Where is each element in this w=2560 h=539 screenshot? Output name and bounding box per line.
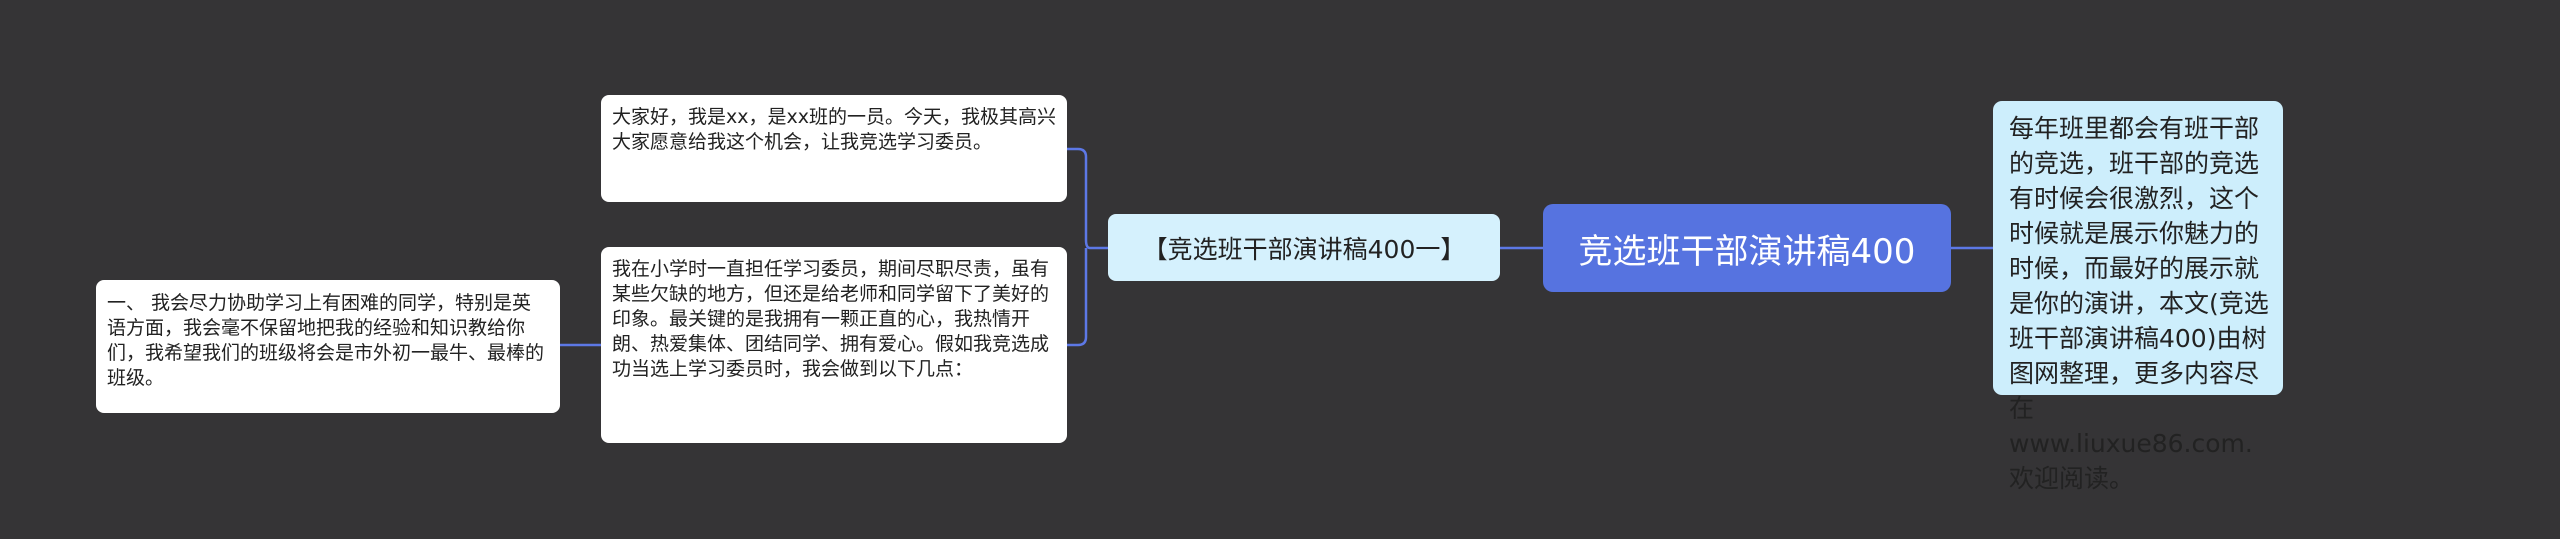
leaf-text: 一、 我会尽力协助学习上有困难的同学，特别是英语方面，我会毫不保留地把我的经验和…	[107, 292, 545, 389]
connector-branch-leaf1	[1067, 147, 1108, 250]
connector-branch-leaf2	[1067, 248, 1088, 347]
summary-text: 每年班里都会有班干部的竞选，班干部的竞选有时候会很激烈，这个时候就是展示你魅力的…	[2009, 114, 2269, 493]
branch-label: 【竞选班干部演讲稿400一】	[1142, 234, 1466, 264]
leaf-node-intro[interactable]: 大家好，我是xx，是xx班的一员。今天，我极其高兴大家愿意给我这个机会，让我竞选…	[601, 95, 1067, 202]
root-topic[interactable]: 竞选班干部演讲稿400	[1543, 204, 1951, 292]
leaf-text: 我在小学时一直担任学习委员，期间尽职尽责，虽有某些欠缺的地方，但还是给老师和同学…	[612, 258, 1050, 380]
branch-node[interactable]: 【竞选班干部演讲稿400一】	[1108, 214, 1500, 281]
summary-node[interactable]: 每年班里都会有班干部的竞选，班干部的竞选有时候会很激烈，这个时候就是展示你魅力的…	[1993, 101, 2283, 493]
leaf-text: 大家好，我是xx，是xx班的一员。今天，我极其高兴大家愿意给我这个机会，让我竞选…	[612, 106, 1056, 153]
leaf-node-point-one[interactable]: 一、 我会尽力协助学习上有困难的同学，特别是英语方面，我会毫不保留地把我的经验和…	[96, 280, 560, 413]
root-topic-label: 竞选班干部演讲稿400	[1578, 231, 1916, 272]
leaf-node-experience[interactable]: 我在小学时一直担任学习委员，期间尽职尽责，虽有某些欠缺的地方，但还是给老师和同学…	[601, 247, 1067, 443]
